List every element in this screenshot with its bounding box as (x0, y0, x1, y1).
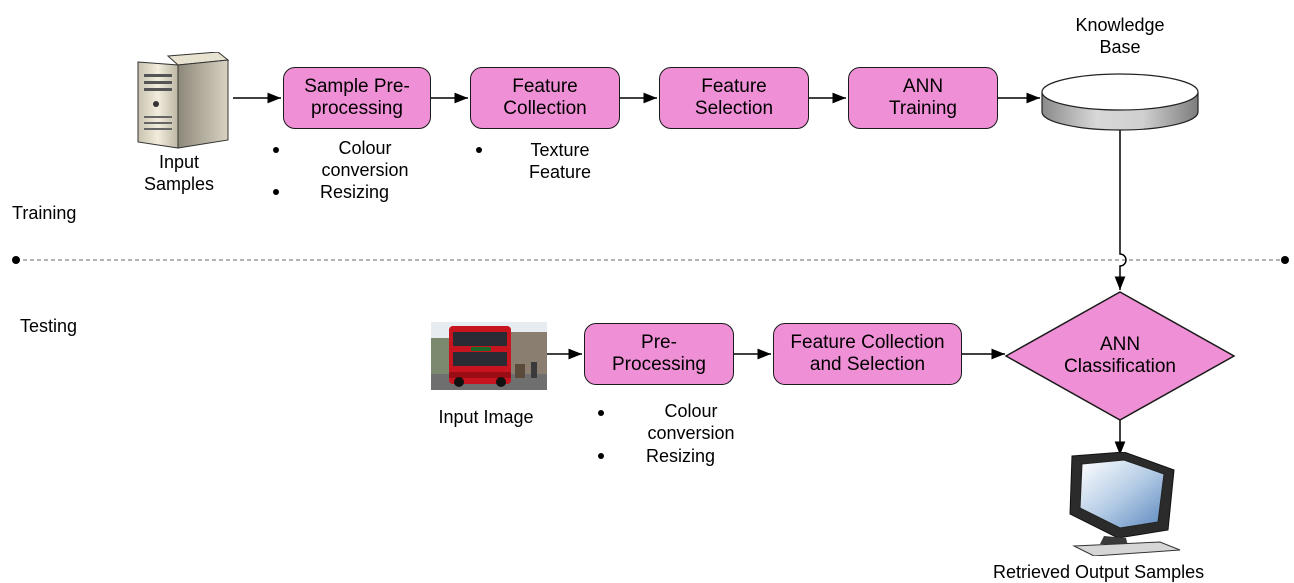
bullet-resizing: Resizing (320, 182, 390, 202)
knowledge-base-label: Knowledge Base (1075, 15, 1165, 57)
bullet-dot (598, 410, 604, 416)
training-section-label: Training (12, 203, 77, 223)
ann-classification-label: ANN Classification (1064, 334, 1176, 377)
retrieved-output-samples-label: Retrieved Output Samples (993, 562, 1205, 582)
testing-bullet-colour-conversion: Colour conversion (647, 401, 735, 443)
feature-selection-box: Feature Selection (659, 67, 809, 129)
classification-diamond (1004, 291, 1236, 421)
bullet-dot (273, 147, 279, 153)
bullet-dot (476, 147, 482, 153)
feature-collection-box: Feature Collection (470, 67, 620, 129)
separator-left-dot (12, 256, 20, 264)
ann-training-box: ANN Training (848, 67, 998, 129)
database-icon (1040, 70, 1200, 134)
server-icon (134, 51, 230, 152)
sample-preprocessing-box: Sample Pre- processing (283, 67, 431, 129)
bus-photo (431, 322, 547, 390)
bullet-dot (273, 189, 279, 195)
input-image-label: Input Image (438, 407, 534, 427)
bullet-dot (598, 453, 604, 459)
testing-section-label: Testing (20, 316, 78, 336)
bullet-texture-feature: Texture Feature (528, 140, 592, 182)
separator-right-dot (1281, 256, 1289, 264)
input-samples-label: Input Samples (143, 152, 215, 194)
testing-bullet-resizing: Resizing (646, 446, 716, 466)
feature-collection-selection-box: Feature Collection and Selection (773, 323, 962, 385)
monitor-icon (1064, 451, 1182, 557)
arrow-knowledge-base-to-classification (1114, 130, 1127, 290)
testing-preprocessing-box: Pre- Processing (584, 323, 734, 385)
bullet-colour-conversion: Colour conversion (321, 138, 409, 180)
